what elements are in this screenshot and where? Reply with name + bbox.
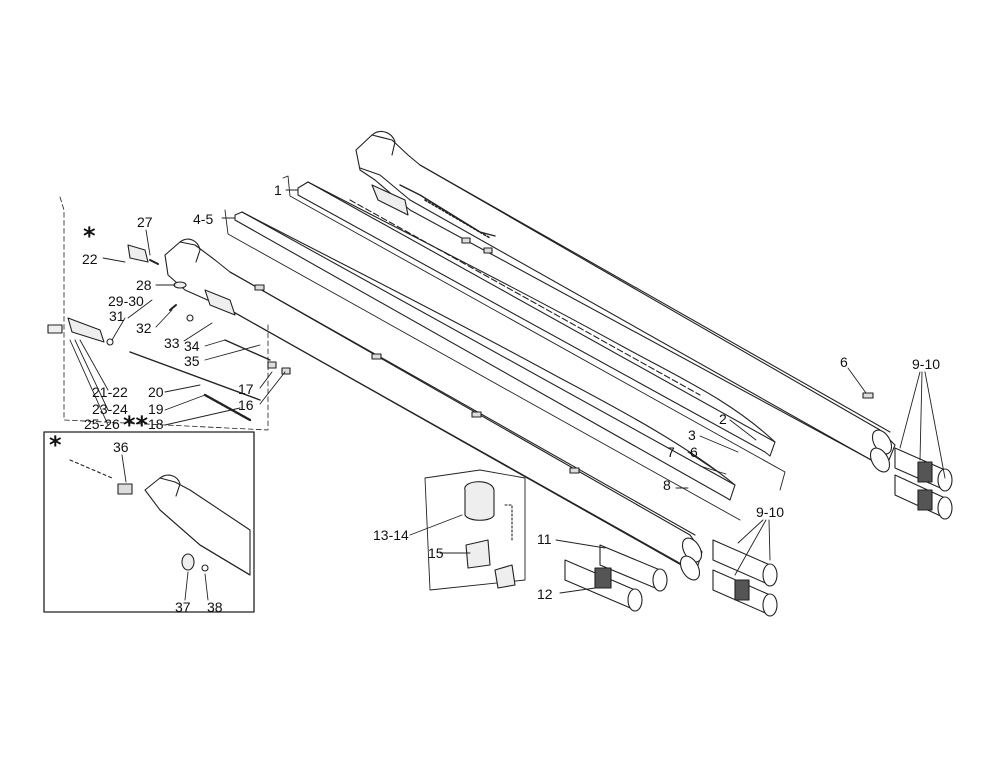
label-6-upper: 6 (840, 354, 848, 370)
label-12: 12 (537, 586, 553, 602)
label-8: 8 (663, 477, 671, 493)
label-37: 37 (175, 599, 191, 615)
small-parts-cluster (47, 196, 291, 431)
label-7: 7 (667, 444, 675, 460)
label-27: 27 (137, 214, 153, 230)
label-2: 2 (719, 411, 727, 427)
label-23-24: 23-24 (92, 401, 128, 417)
label-20: 20 (148, 384, 164, 400)
asterisk-marker: * (83, 222, 96, 250)
label-17: 17 (238, 381, 254, 397)
label-9-10-upper: 9-10 (912, 356, 941, 372)
middle-barrel-assembly (164, 238, 703, 581)
label-22: 22 (82, 251, 98, 267)
label-1: 1 (274, 182, 282, 198)
label-11: 11 (537, 531, 552, 547)
label-4-5: 4-5 (193, 211, 214, 227)
rib-part-4-5 (224, 209, 741, 521)
label-35: 35 (184, 353, 200, 369)
label-13-14: 13-14 (373, 527, 409, 543)
label-38: 38 (207, 599, 223, 615)
label-19: 19 (148, 401, 164, 417)
label-6-lower: 6 (690, 444, 698, 460)
double-asterisk-marker: ** (123, 411, 149, 439)
label-16: 16 (238, 397, 254, 413)
label-29-30: 29-30 (108, 293, 144, 309)
label-21-22: 21-22 (92, 384, 128, 400)
label-9-10-lower: 9-10 (756, 504, 785, 520)
choke-tubes (564, 447, 953, 617)
upper-barrel-assembly (355, 130, 896, 473)
label-18: 18 (148, 416, 164, 432)
sling-swivel-box (424, 469, 526, 591)
label-25-26: 25-26 (84, 416, 120, 432)
leader-lines (69, 189, 946, 601)
label-28: 28 (136, 277, 152, 293)
inset-box (43, 431, 255, 613)
label-3: 3 (688, 427, 696, 443)
label-36: 36 (113, 439, 129, 455)
label-33: 33 (164, 335, 180, 351)
label-15: 15 (428, 545, 444, 561)
inset-asterisk-marker: * (49, 431, 62, 459)
label-32: 32 (136, 320, 152, 336)
label-34: 34 (184, 338, 200, 354)
label-31: 31 (109, 308, 125, 324)
rib-part-1 (282, 175, 786, 491)
